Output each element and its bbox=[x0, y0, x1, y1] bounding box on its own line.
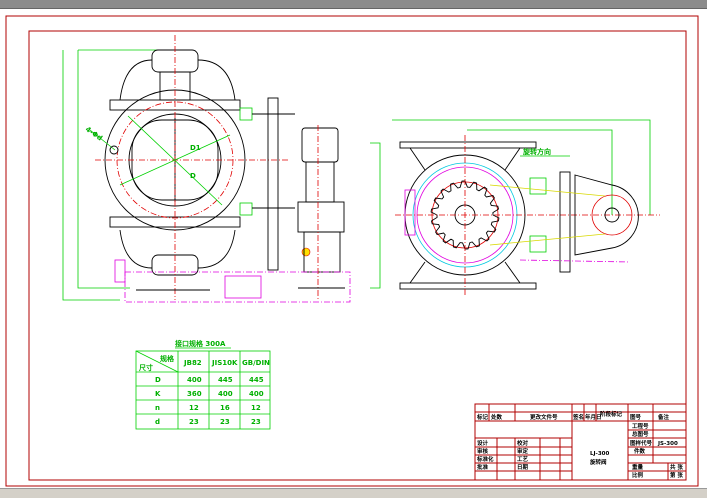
svg-text:400: 400 bbox=[218, 390, 233, 398]
col-header: JIS10K bbox=[211, 359, 238, 367]
base-frame bbox=[124, 271, 351, 303]
svg-text:12: 12 bbox=[251, 404, 261, 412]
drive-sprocket bbox=[591, 194, 633, 236]
svg-text:校对: 校对 bbox=[517, 439, 529, 447]
svg-text:16: 16 bbox=[220, 404, 230, 412]
svg-text:重量: 重量 bbox=[632, 463, 644, 471]
svg-text:比例: 比例 bbox=[632, 471, 644, 479]
chain-guard bbox=[574, 174, 639, 256]
svg-text:图号: 图号 bbox=[630, 413, 642, 421]
code-value: JS-300 bbox=[657, 441, 678, 447]
col-header: JB82 bbox=[183, 359, 202, 367]
table-row: K 360 400 400 bbox=[155, 390, 264, 398]
label-rotation: 旋转方向 bbox=[522, 147, 551, 156]
svg-text:标准化: 标准化 bbox=[476, 455, 494, 463]
svg-text:400: 400 bbox=[249, 390, 264, 398]
svg-text:审定: 审定 bbox=[517, 447, 529, 455]
svg-text:23: 23 bbox=[251, 418, 261, 426]
svg-text:445: 445 bbox=[249, 376, 264, 384]
dim-overall-height bbox=[62, 50, 120, 301]
svg-text:审核: 审核 bbox=[477, 447, 489, 455]
table-row: d 23 23 23 bbox=[155, 418, 261, 426]
dim-height bbox=[370, 142, 381, 289]
table-title: 接口规格 300A bbox=[175, 339, 226, 348]
title-block: 标记 处数 更改文件号 签名 年月日 阶段标记 图号 备注 设计 审核 标准化 … bbox=[474, 403, 687, 481]
svg-text:更改文件号: 更改文件号 bbox=[530, 413, 558, 421]
label-outer-dia: D bbox=[190, 172, 196, 180]
svg-text:360: 360 bbox=[187, 390, 202, 398]
corner-top: 规格 bbox=[160, 354, 175, 363]
svg-text:处数: 处数 bbox=[490, 413, 503, 421]
svg-text:年月日: 年月日 bbox=[585, 413, 602, 421]
bottom-flange bbox=[399, 282, 537, 290]
svg-text:400: 400 bbox=[187, 376, 202, 384]
svg-text:签名: 签名 bbox=[572, 413, 584, 421]
table-row: D 400 445 445 bbox=[155, 376, 264, 384]
dim-height bbox=[77, 50, 130, 289]
svg-text:第 张: 第 张 bbox=[670, 471, 683, 479]
svg-text:K: K bbox=[155, 390, 161, 398]
mounting-plate bbox=[267, 97, 279, 271]
svg-text:工程号: 工程号 bbox=[632, 422, 649, 430]
drawing-name: LJ-300 bbox=[590, 451, 609, 457]
svg-text:设计: 设计 bbox=[477, 439, 489, 447]
svg-text:总图号: 总图号 bbox=[632, 430, 649, 438]
side-plate bbox=[559, 171, 571, 273]
svg-text:23: 23 bbox=[189, 418, 199, 426]
toolbar-strip bbox=[0, 0, 707, 9]
svg-text:件数: 件数 bbox=[634, 447, 646, 455]
svg-text:D: D bbox=[155, 376, 161, 384]
svg-text:阶段标记: 阶段标记 bbox=[600, 410, 623, 418]
svg-text:批准: 批准 bbox=[477, 463, 489, 471]
front-view: 4-Φd D1 D bbox=[62, 35, 351, 303]
gearbox bbox=[297, 201, 345, 233]
label-bolt-holes: 4-Φd bbox=[84, 125, 104, 142]
side-view: 旋转方向 bbox=[370, 119, 660, 295]
svg-text:共 张: 共 张 bbox=[670, 463, 683, 471]
motor bbox=[301, 127, 339, 163]
svg-text:d: d bbox=[155, 418, 160, 426]
svg-text:标记: 标记 bbox=[476, 413, 489, 421]
svg-text:n: n bbox=[155, 404, 160, 412]
inner-border bbox=[28, 30, 687, 481]
label-inner-dia: D1 bbox=[190, 144, 201, 152]
table-row: n 12 16 12 bbox=[155, 404, 261, 412]
top-flange bbox=[399, 141, 537, 149]
svg-text:445: 445 bbox=[218, 376, 233, 384]
flange-table: 接口规格 300A 规格 尺寸 JB82 JIS10K GB/DIN D 400… bbox=[135, 339, 271, 430]
dim-width bbox=[392, 119, 651, 215]
drawing-name-2: 旋转阀 bbox=[589, 458, 607, 466]
svg-text:备注: 备注 bbox=[657, 413, 670, 421]
svg-text:图样代号: 图样代号 bbox=[630, 439, 653, 447]
svg-text:日期: 日期 bbox=[517, 463, 529, 471]
svg-text:工艺: 工艺 bbox=[517, 455, 529, 463]
svg-text:12: 12 bbox=[189, 404, 199, 412]
col-header: GB/DIN bbox=[242, 359, 270, 367]
status-bar bbox=[0, 488, 707, 498]
svg-text:23: 23 bbox=[220, 418, 230, 426]
outer-border bbox=[5, 15, 699, 487]
corner-bottom: 尺寸 bbox=[138, 363, 153, 372]
